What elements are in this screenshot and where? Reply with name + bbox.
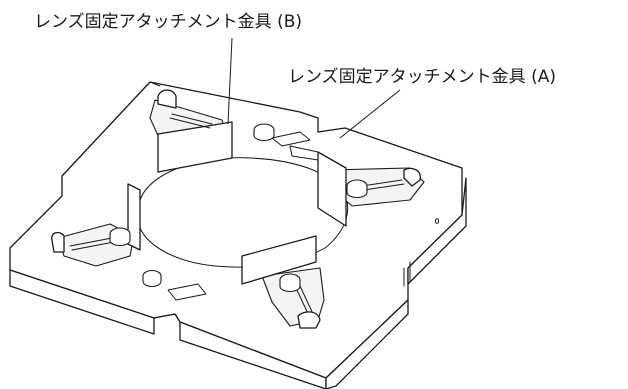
bracket-a (289, 145, 425, 227)
plate-side-center (179, 321, 327, 389)
center-slot-bottom (167, 283, 207, 301)
bracket-b (149, 89, 275, 173)
bracket-b-tab (157, 89, 177, 109)
bracket-front-upright (241, 235, 317, 285)
front-knob-side (142, 276, 162, 288)
screw-hole (434, 218, 440, 224)
center-slot-top (271, 131, 311, 147)
bracket-front-tab (297, 311, 321, 329)
bracket-left-knob-side (109, 234, 131, 247)
leader-line-b (227, 37, 233, 125)
bracket-left-tab (51, 231, 65, 253)
plate-side-right-front (325, 299, 409, 389)
bracket-a-connector (289, 145, 319, 161)
bracket-left-upright (127, 183, 141, 251)
bracket-left-slot (69, 237, 115, 251)
plate-back-rim (61, 81, 161, 177)
bracket-a-slot (361, 179, 405, 191)
bracket-left (51, 183, 162, 288)
bracket-front-knob-side (279, 280, 301, 293)
bracket-a-tab (403, 167, 421, 187)
label-bracket-a: レンズ固定アタッチメント金具 (A) (288, 67, 556, 87)
bracket-a-knob-side (346, 186, 368, 199)
opening-rim (136, 157, 349, 268)
plate-side-right (407, 177, 467, 285)
label-bracket-b: レンズ固定アタッチメント金具 (B) (34, 12, 302, 32)
front-notch (153, 313, 181, 323)
bracket-b-knob-side (253, 130, 275, 142)
bracket-a-upright (317, 151, 347, 227)
bracket-front (241, 235, 325, 329)
plate-side-left (9, 269, 155, 335)
right-notch (403, 261, 411, 287)
bracket-b-upright (157, 121, 233, 173)
base-plate (9, 81, 467, 389)
plate-top-surface (9, 81, 463, 379)
leader-line-a (339, 89, 401, 139)
center-opening (136, 157, 349, 268)
bracket-b-slot (169, 113, 213, 129)
